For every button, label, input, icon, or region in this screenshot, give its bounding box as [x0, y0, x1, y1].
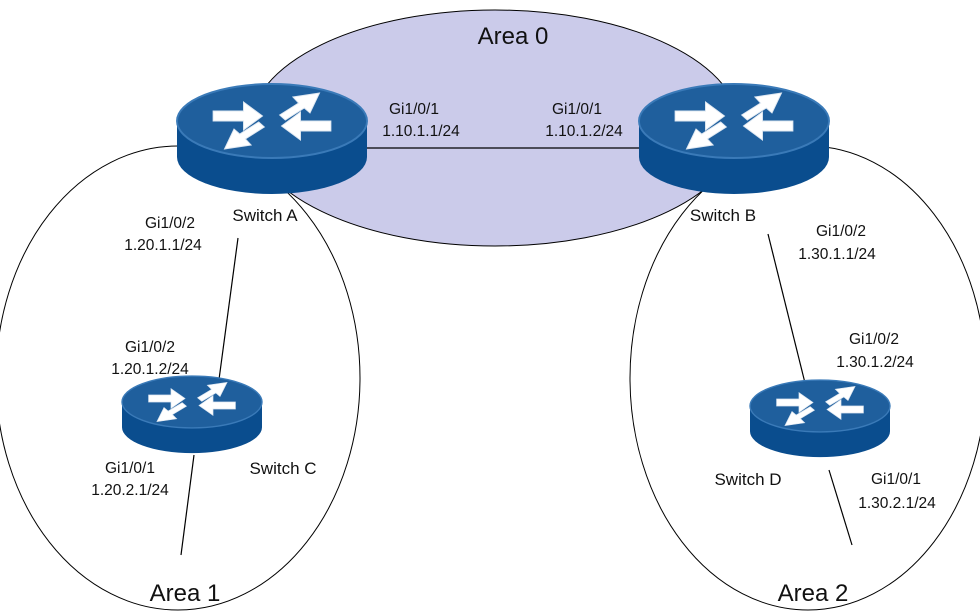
port-b-gi102-iface: Gi1/0/2	[816, 223, 866, 240]
port-c-gi102-ip: 1.20.1.2/24	[111, 361, 189, 378]
port-a-gi101-ip: 1.10.1.1/24	[382, 123, 460, 140]
switch-d-label: Switch D	[714, 470, 781, 489]
area0-label: Area 0	[478, 23, 549, 50]
switch-b-router-icon	[638, 83, 830, 195]
switch-a-label: Switch A	[232, 206, 298, 225]
switch-d-router-icon	[749, 379, 891, 458]
port-d-gi102-ip: 1.30.1.2/24	[836, 354, 914, 371]
switch-a-router-icon	[176, 83, 368, 195]
port-a-gi102-ip: 1.20.1.1/24	[124, 237, 202, 254]
port-c-gi101-ip: 1.20.2.1/24	[91, 482, 169, 499]
port-b-gi102-ip: 1.30.1.1/24	[798, 246, 876, 263]
port-c-gi102-iface: Gi1/0/2	[125, 339, 175, 356]
switch-b-label: Switch B	[690, 206, 756, 225]
link-a-c	[217, 237, 239, 388]
switch-c-label: Switch C	[249, 459, 316, 478]
switch-c-router-icon	[121, 375, 263, 454]
area2-label: Area 2	[778, 580, 849, 607]
area1-label: Area 1	[150, 580, 221, 607]
port-b-gi101-ip: 1.10.1.2/24	[545, 123, 623, 140]
link-d-stub	[828, 469, 853, 546]
port-d-gi102-iface: Gi1/0/2	[849, 331, 899, 348]
port-b-gi101-iface: Gi1/0/1	[552, 101, 602, 118]
port-a-gi101-iface: Gi1/0/1	[389, 101, 439, 118]
link-c-stub	[180, 454, 195, 556]
port-c-gi101-iface: Gi1/0/1	[105, 460, 155, 477]
port-d-gi101-ip: 1.30.2.1/24	[858, 495, 936, 512]
link-b-d	[767, 233, 807, 388]
port-a-gi102-iface: Gi1/0/2	[145, 215, 195, 232]
port-d-gi101-iface: Gi1/0/1	[871, 471, 921, 488]
area2-region	[629, 145, 980, 611]
